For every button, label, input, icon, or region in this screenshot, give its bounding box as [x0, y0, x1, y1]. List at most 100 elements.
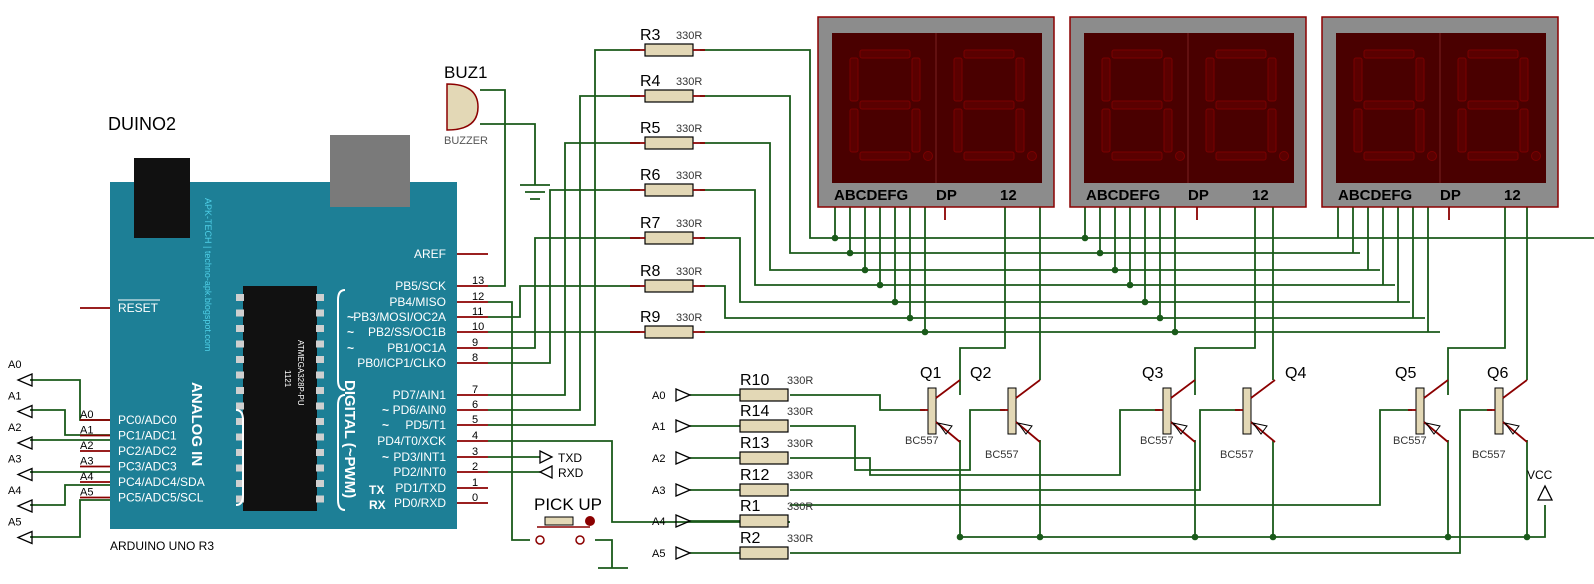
seven-segment-display-1[interactable]: ABCDEFG DP 12: [817, 16, 1055, 220]
transistor-body: [1242, 387, 1252, 435]
segment: [1467, 49, 1519, 59]
digital-pin-5[interactable]: PD5/T1~5: [382, 414, 488, 432]
digital-pin-num: 3: [472, 446, 478, 458]
junction-dot: [921, 328, 929, 336]
transistor-ref: Q6: [1487, 365, 1508, 382]
terminal-arrow-icon: [16, 467, 33, 482]
emitter-arrow-icon: [1171, 422, 1188, 435]
digital-pin-3[interactable]: PD3/INT1~3: [382, 446, 488, 464]
digital-pin-num: 6: [472, 399, 478, 411]
digital-pin-10[interactable]: PB2/SS/OC1B~10: [347, 321, 488, 339]
segment: [1015, 108, 1025, 153]
analog-pin-num: A4: [80, 471, 93, 483]
resistor-value: 330R: [676, 30, 702, 42]
junction-dot: [891, 298, 899, 306]
left-terminal-label: A3: [8, 454, 21, 466]
digital-pin-name: PD7/AIN1: [393, 388, 447, 402]
resistor-value: 330R: [787, 501, 813, 513]
chip-pin: [316, 433, 324, 441]
digital-pin-num: 10: [472, 321, 484, 333]
segment: [1205, 108, 1215, 153]
chip-pin: [236, 495, 244, 503]
display-dp-label: DP: [936, 187, 957, 204]
resistor-body: [739, 388, 789, 402]
decimal-point: [1279, 151, 1289, 161]
bottom-terminal-label: A2: [652, 453, 665, 465]
transistors: Q1BC557Q2BC557Q3BC557Q4BC557Q5BC557Q6BC5…: [905, 365, 1528, 461]
chip-pin: [316, 464, 324, 472]
segment: [1215, 49, 1267, 59]
chip-pin: [316, 480, 324, 487]
emitter-arrow-icon: [1503, 422, 1520, 435]
terminal-arrow-icon: [16, 404, 33, 419]
analog-section-label: ANALOG IN: [188, 382, 205, 466]
terminal-arrow-icon: [675, 419, 692, 433]
arduino-board[interactable]: DUINO2 ARDUINO UNO R3 APK-TECH | techno-…: [80, 114, 488, 553]
digital-pin-9[interactable]: PB1/OC1A~9: [347, 337, 488, 355]
junction-dot: [956, 533, 964, 541]
reset-label: RESET: [118, 301, 159, 315]
junction-dot: [1191, 533, 1199, 541]
digital-pin-name: PB5/SCK: [395, 279, 446, 293]
digital-pin-6[interactable]: PD6/AIN0~6: [382, 399, 488, 417]
pickup-switch[interactable]: PICK UP: [534, 495, 602, 545]
buzzer[interactable]: BUZ1 BUZZER: [444, 63, 488, 147]
resistor-ref: R10: [740, 372, 769, 389]
segment: [1015, 57, 1025, 102]
segment: [1363, 151, 1415, 161]
left-terminal-A5: A5: [8, 517, 33, 545]
transistor-type: BC557: [985, 449, 1019, 461]
display-seg-label: ABCDEFG: [834, 187, 908, 204]
chip-pin: [316, 325, 324, 332]
emitter-arrow-icon: [1424, 422, 1441, 435]
resistor-ref: R14: [740, 403, 769, 420]
digital-pin-11[interactable]: PB3/MOSI/OC2A~11: [347, 306, 488, 324]
display-digits-label: 12: [1000, 187, 1017, 204]
analog-pin-name: PC0/ADC0: [118, 413, 177, 427]
chip-pin: [236, 402, 244, 410]
segment: [1353, 108, 1363, 153]
chip-pin: [236, 325, 244, 332]
left-terminal-label: A0: [8, 359, 21, 371]
display-dp-label: DP: [1188, 187, 1209, 204]
chip-pin: [236, 480, 244, 487]
display-dp-label: DP: [1440, 187, 1461, 204]
transistor-body: [1494, 387, 1504, 435]
